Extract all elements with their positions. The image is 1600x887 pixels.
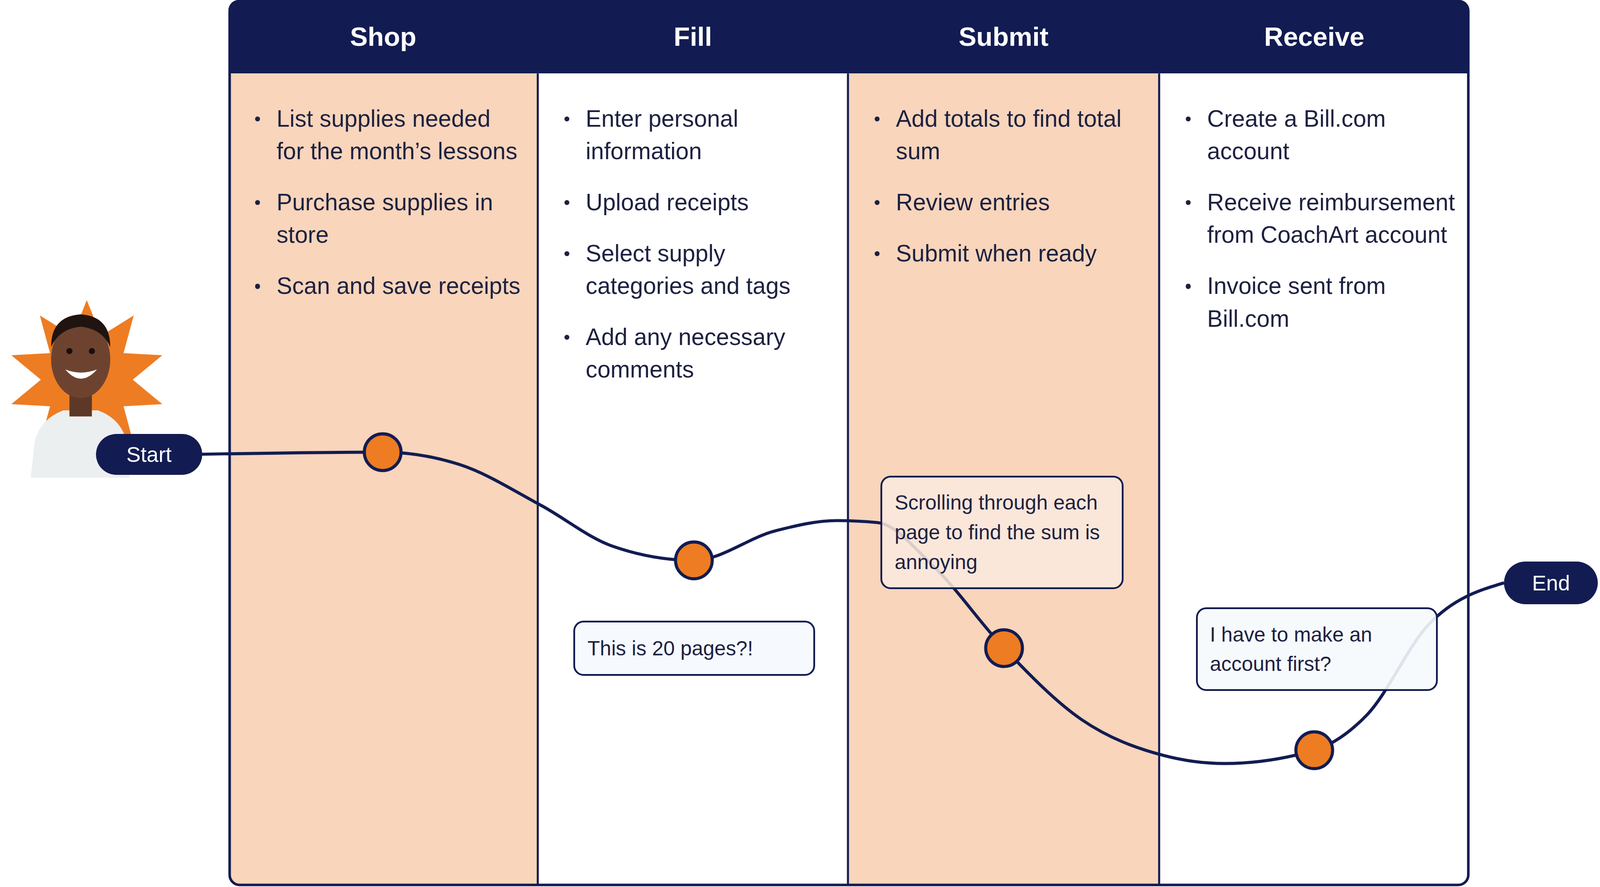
quote-text: This is 20 pages?!	[587, 633, 802, 664]
persona-head	[51, 320, 111, 398]
bullet-item: Review entries	[874, 185, 1145, 219]
bullet-item: Scan and save receipts	[255, 269, 524, 302]
column-body: Create a Bill.com accountReceive reimbur…	[1159, 73, 1470, 335]
quote-callout: I have to make an account first?	[1196, 607, 1438, 691]
bullet-dot	[874, 251, 880, 256]
bullet-item: Select supply categories and tags	[564, 236, 834, 303]
bullet-dot	[1185, 283, 1191, 289]
bullet-item: Upload receipts	[564, 185, 834, 219]
bullet-item: Purchase supplies in store	[255, 185, 524, 252]
column-body: Enter personal informationUpload receipt…	[537, 73, 848, 386]
column-title: Submit	[958, 21, 1049, 52]
persona-smile	[65, 369, 97, 379]
column-header: Shop	[228, 0, 538, 74]
bullet-dot	[1185, 200, 1191, 205]
column-title: Receive	[1264, 21, 1365, 52]
persona-neck	[69, 385, 92, 417]
bullet-dot	[874, 116, 880, 122]
bullet-dot	[255, 283, 260, 289]
bullet-item: Add totals to find total sum	[874, 102, 1145, 168]
column-title: Shop	[350, 21, 417, 52]
persona-eye	[88, 348, 96, 355]
bullet-dot	[564, 334, 570, 340]
column-header: Receive	[1159, 0, 1470, 74]
persona-hair	[51, 314, 111, 347]
step-text: Purchase supplies in store	[276, 185, 524, 252]
bullet-dot	[255, 200, 260, 205]
stage-column: SubmitAdd totals to find total sumReview…	[848, 0, 1160, 886]
column-title: Fill	[673, 21, 712, 52]
step-text: Enter personal information	[585, 102, 834, 168]
quote-callout: Scrolling through each page to find the …	[880, 475, 1124, 589]
step-text: Receive reimbursement from CoachArt acco…	[1207, 185, 1456, 252]
terminal-label: Start	[126, 441, 172, 467]
step-text: Invoice sent from Bill.com	[1207, 269, 1456, 335]
step-text: List supplies needed for the month’s les…	[276, 102, 524, 168]
step-text: Upload receipts	[585, 185, 834, 219]
stage-column: ReceiveCreate a Bill.com accountReceive …	[1159, 0, 1470, 886]
column-header: Submit	[848, 0, 1160, 74]
bullet-item: Invoice sent from Bill.com	[1185, 269, 1456, 335]
persona-eye	[66, 348, 73, 355]
terminal-pill: End	[1504, 561, 1598, 604]
bullet-item: Submit when ready	[874, 236, 1145, 270]
column-body: Add totals to find total sumReview entri…	[848, 73, 1160, 270]
column-header: Fill	[537, 0, 848, 74]
bullet-dot	[564, 251, 570, 256]
step-text: Select supply categories and tags	[585, 236, 834, 303]
step-text: Submit when ready	[896, 236, 1145, 270]
step-text: Create a Bill.com account	[1207, 102, 1456, 168]
bullet-dot	[564, 116, 570, 122]
quote-text: Scrolling through each page to find the …	[894, 487, 1110, 577]
step-text: Review entries	[896, 185, 1145, 219]
step-text: Add totals to find total sum	[896, 102, 1145, 168]
stage-column: FillEnter personal informationUpload rec…	[537, 0, 848, 886]
bullet-item: Receive reimbursement from CoachArt acco…	[1185, 185, 1456, 252]
bullet-dot	[1185, 116, 1191, 122]
step-text: Add any necessary comments	[585, 320, 834, 386]
step-text: Scan and save receipts	[276, 269, 524, 302]
bullet-item: Enter personal information	[564, 102, 834, 168]
terminal-label: End	[1532, 570, 1571, 596]
bullet-item: Create a Bill.com account	[1185, 102, 1456, 168]
terminal-pill: Start	[96, 433, 203, 475]
bullet-dot	[255, 116, 260, 122]
column-body: List supplies needed for the month’s les…	[228, 73, 538, 302]
quote-text: I have to make an account first?	[1209, 619, 1424, 679]
quote-callout: This is 20 pages?!	[573, 620, 816, 676]
bullet-dot	[874, 200, 880, 205]
stage-column: ShopList supplies needed for the month’s…	[228, 0, 538, 886]
bullet-item: Add any necessary comments	[564, 320, 834, 386]
bullet-dot	[564, 200, 570, 205]
bullet-item: List supplies needed for the month’s les…	[255, 102, 524, 168]
